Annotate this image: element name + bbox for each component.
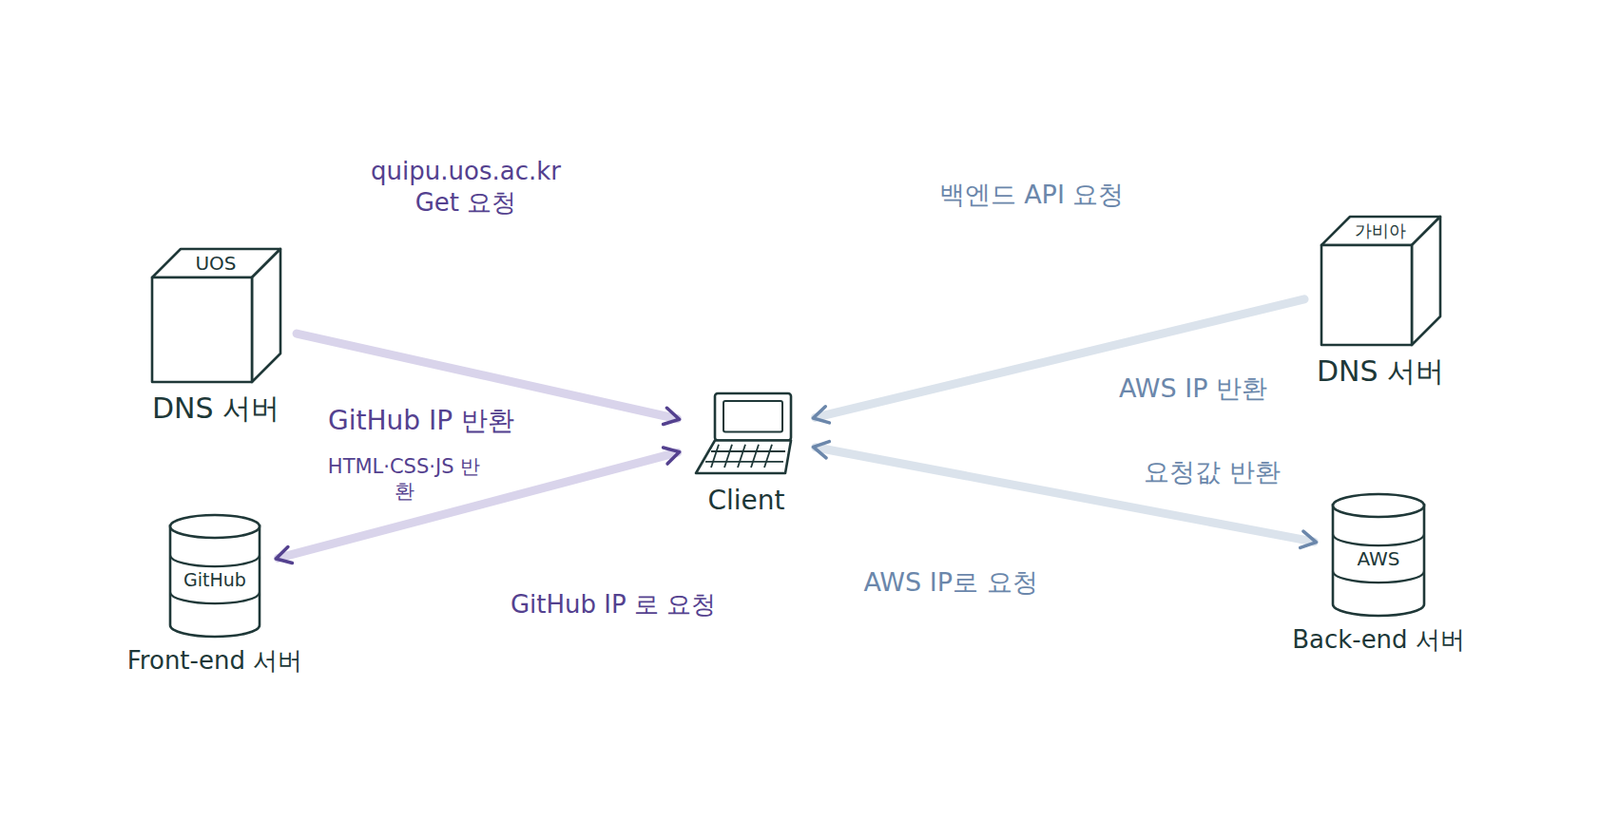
cylinder-band: [1332, 571, 1425, 583]
server-name: AWS: [1334, 540, 1423, 577]
flow-note: 요청값 반환: [1131, 456, 1293, 489]
cylinder-top: [1332, 494, 1425, 518]
cylinder-body: [170, 524, 260, 637]
node-caption: DNS 서버: [1316, 352, 1445, 392]
node-caption: Client: [707, 484, 785, 517]
cylinder-band: [170, 555, 260, 567]
node-shape: GitHub: [168, 513, 262, 637]
node-shape: [693, 391, 799, 478]
cylinder-band: [170, 592, 260, 604]
node-shape: 가비아: [1321, 216, 1441, 346]
server-face: [251, 249, 281, 383]
server-face: [1411, 216, 1441, 346]
laptop-icon: [695, 393, 791, 474]
node-caption: DNS 서버: [152, 389, 280, 429]
edge-label: GitHub IP 반환: [316, 404, 526, 438]
client-node: Client: [693, 391, 799, 517]
connector: [277, 452, 677, 559]
server-node: UOS DNS 서버: [152, 249, 281, 429]
node-shape: UOS: [152, 249, 281, 383]
node-caption: Front-end 서버: [127, 644, 303, 678]
edge-label: AWS IP로 요청: [855, 566, 1046, 599]
node-shape: AWS: [1330, 492, 1427, 617]
flow-note: quipu.uos.ac.kr Get 요청: [346, 155, 585, 218]
connector: [815, 447, 1315, 542]
node-outline: [693, 391, 799, 478]
server-node: AWS Back-end 서버: [1291, 492, 1466, 657]
server-name: UOS: [166, 249, 267, 278]
server-face: [1321, 245, 1412, 346]
server-face: [152, 277, 252, 383]
flow-note: 백엔드 API 요청: [926, 178, 1137, 212]
server-name: GitHub: [172, 561, 258, 598]
server-node: 가비아 DNS 서버: [1316, 216, 1445, 392]
flow-note: GitHub IP 로 요청: [503, 589, 723, 621]
cylinder-top: [170, 515, 260, 539]
cylinder-band: [1332, 534, 1425, 546]
edge-label: HTML·CSS·JS 반환: [323, 454, 485, 505]
edge-label: AWS IP 반환: [1102, 372, 1284, 405]
server-node: GitHubFront-end 서버: [127, 513, 303, 678]
server-name: 가비아: [1335, 216, 1427, 246]
connector: [814, 299, 1305, 419]
node-caption: Back-end 서버: [1291, 623, 1466, 657]
cylinder-body: [1332, 503, 1425, 617]
